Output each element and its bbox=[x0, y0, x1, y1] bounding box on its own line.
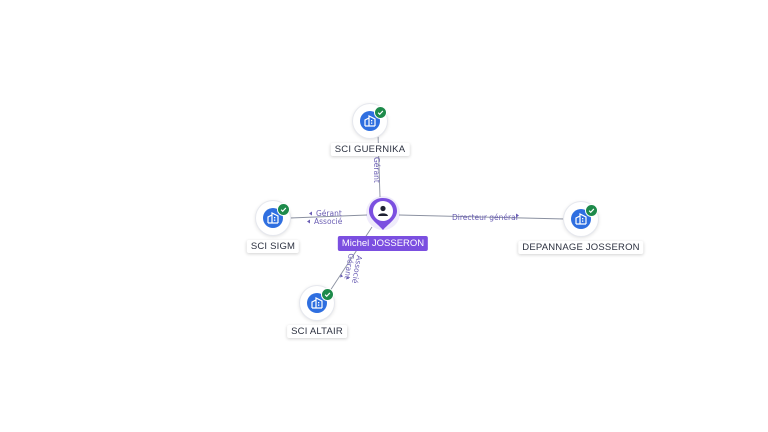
active-check-icon bbox=[374, 106, 387, 119]
edge-label-guernika-gerant: Gérant bbox=[372, 157, 381, 183]
arrow-depannage bbox=[516, 213, 519, 218]
person-icon bbox=[369, 198, 397, 230]
arrow-altair-2 bbox=[346, 276, 349, 280]
arrow-altair-1 bbox=[340, 274, 343, 278]
active-check-icon bbox=[321, 288, 334, 301]
active-check-icon bbox=[585, 204, 598, 217]
active-check-icon bbox=[277, 203, 290, 216]
edge-label-sigm-gerant: Gérant bbox=[316, 209, 342, 218]
company-label[interactable]: SCI GUERNIKA bbox=[330, 143, 410, 156]
edge-label-sigm-associe: Associé bbox=[314, 217, 343, 226]
company-label[interactable]: DEPANNAGE JOSSERON bbox=[518, 241, 644, 254]
edge-label-altair-gerant: Gérant bbox=[343, 253, 356, 280]
company-label[interactable]: SCI SIGM bbox=[246, 240, 300, 253]
arrow-sigm-2 bbox=[307, 219, 310, 224]
edge-label-depannage-directeur: Directeur général bbox=[452, 213, 518, 222]
company-label[interactable]: SCI ALTAIR bbox=[287, 325, 347, 338]
arrow-sigm-1 bbox=[309, 211, 312, 216]
person-label[interactable]: Michel JOSSERON bbox=[337, 236, 429, 251]
edge-depannage bbox=[398, 214, 566, 220]
edge-sigm bbox=[289, 214, 368, 219]
